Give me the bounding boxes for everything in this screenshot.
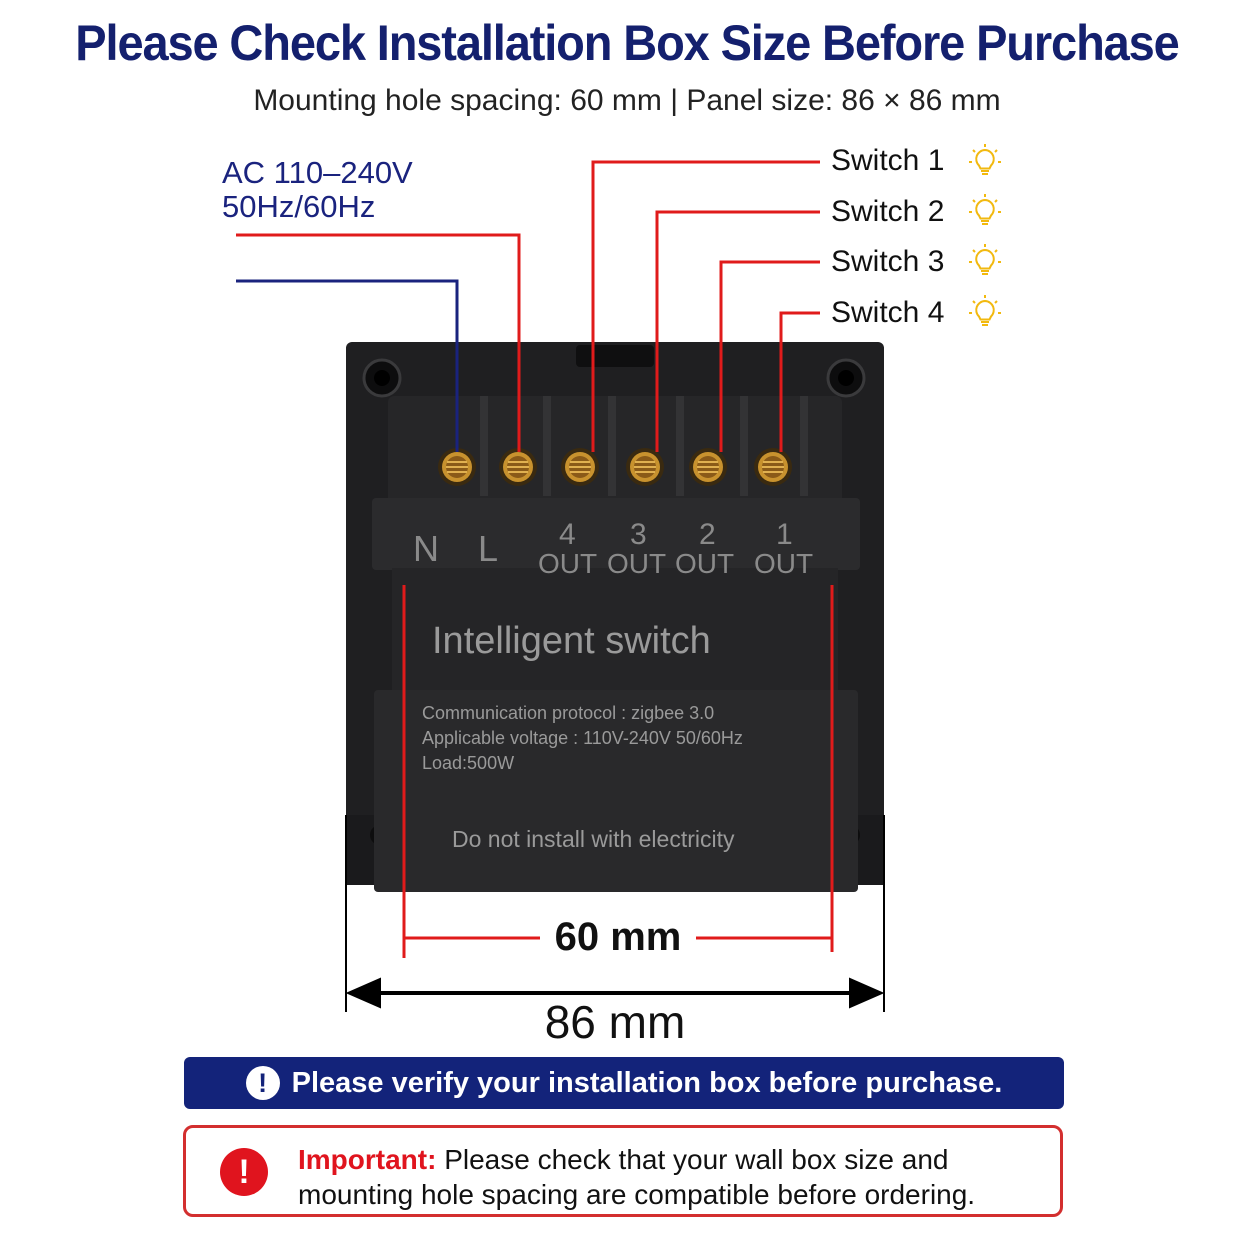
notice-line-2: mounting hole spacing are compatible bef… xyxy=(298,1179,976,1210)
terminal-2-out-label: OUT xyxy=(675,548,735,579)
live-wire xyxy=(236,233,521,452)
page-subtitle: Mounting hole spacing: 60 mm | Panel siz… xyxy=(253,84,1001,117)
terminal-1-out-label: OUT xyxy=(754,548,814,579)
terminal-n-label: N xyxy=(413,528,439,569)
important-label: Important: xyxy=(298,1144,437,1175)
device-name: Intelligent switch xyxy=(432,620,711,662)
switch-2-bulb-icon xyxy=(968,193,1002,225)
page-title: Please Check Installation Box Size Befor… xyxy=(75,15,1180,71)
power-voltage-label: AC 110–240V xyxy=(222,155,413,190)
switch-3-wire xyxy=(719,260,820,452)
power-frequency-label: 50Hz/60Hz xyxy=(222,189,376,224)
important-notice: ! Important: Please check that your wall… xyxy=(183,1125,1063,1217)
device-warning-text: Do not install with electricity xyxy=(452,826,735,852)
switch-4-bulb-icon xyxy=(968,294,1002,326)
device-spec-load: Load:500W xyxy=(422,753,515,773)
hole-spacing-label: 60 mm xyxy=(540,915,696,960)
switch-4-wire xyxy=(779,311,820,452)
switch-3-label: Switch 3 xyxy=(831,245,945,278)
switch-4-label: Switch 4 xyxy=(831,296,945,329)
terminal-3-out-label: OUT xyxy=(607,548,667,579)
terminal-dividers xyxy=(480,396,808,496)
terminal-3-number: 3 xyxy=(630,518,647,551)
hole-spacing-dimension xyxy=(402,585,834,958)
terminal-2-number: 2 xyxy=(699,518,716,551)
device-spec-protocol: Communication protocol : zigbee 3.0 xyxy=(422,703,715,723)
switch-1-label: Switch 1 xyxy=(831,144,945,177)
switch-1-wire xyxy=(591,160,820,452)
terminal-1-number: 1 xyxy=(776,518,793,551)
exclamation-icon: ! xyxy=(245,1066,280,1100)
switch-1-bulb-icon xyxy=(968,143,1002,175)
device-spec-voltage: Applicable voltage : 110V-240V 50/60Hz xyxy=(422,728,743,748)
verify-banner-text: Please verify your installation box befo… xyxy=(291,1066,1003,1099)
verify-banner: ! Please verify your installation box be… xyxy=(184,1057,1064,1109)
switch-3-bulb-icon xyxy=(968,243,1002,275)
alert-icon: ! xyxy=(220,1148,268,1196)
panel-width-label: 86 mm xyxy=(544,996,686,1048)
neutral-wire xyxy=(236,279,459,452)
terminal-4-out-label: OUT xyxy=(538,548,598,579)
terminal-l-label: L xyxy=(478,528,499,569)
panel-width-dimension xyxy=(345,815,885,1012)
switch-2-wire xyxy=(655,210,820,452)
switch-2-label: Switch 2 xyxy=(831,195,945,228)
switch-device-body xyxy=(346,342,884,892)
notice-line-1: Please check that your wall box size and xyxy=(436,1144,949,1175)
important-notice-text: Important: Please check that your wall b… xyxy=(298,1142,1038,1212)
terminal-4-number: 4 xyxy=(559,518,576,551)
